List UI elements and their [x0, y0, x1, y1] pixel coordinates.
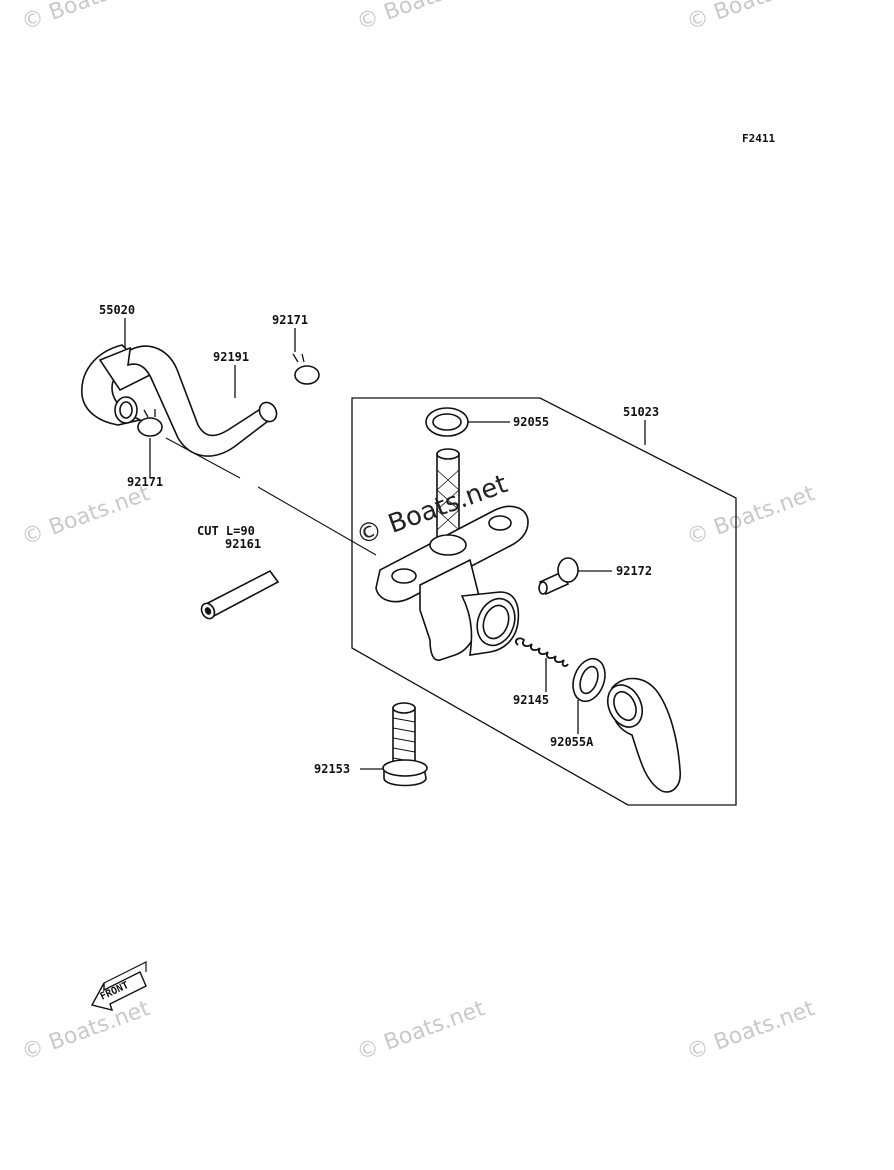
label-92171-upper: 92171: [272, 313, 308, 327]
watermark-layer: © Boats.net © Boats.net © Boats.net © Bo…: [19, 0, 819, 1066]
label-92055: 92055: [513, 415, 549, 429]
label-92153: 92153: [314, 762, 350, 776]
watermark: © Boats.net: [19, 996, 154, 1066]
watermark: © Boats.net: [684, 996, 819, 1066]
cut-note: CUT L=90: [197, 524, 255, 538]
cock-lever: [606, 677, 681, 793]
leader-lines: [124, 318, 646, 770]
part-labels: 55020 92171 92191 92171 92055 51023 CUT …: [99, 303, 659, 776]
fuel-cock-body: [375, 505, 529, 661]
watermark: © Boats.net: [354, 0, 489, 36]
watermark: © Boats.net: [19, 481, 154, 551]
label-92161: 92161: [225, 537, 261, 551]
label-55020: 55020: [99, 303, 135, 317]
label-92172: 92172: [616, 564, 652, 578]
bolt-92153: [382, 702, 428, 787]
watermark: © Boats.net: [19, 0, 154, 36]
label-51023: 51023: [623, 405, 659, 419]
o-ring-92055a: [572, 657, 606, 703]
o-ring-92055: [425, 407, 469, 437]
spring-92145: [514, 637, 569, 667]
watermark: © Boats.net: [684, 481, 819, 551]
screw-92172: [538, 557, 579, 596]
clip-lower-92171: [137, 409, 163, 437]
label-92171-lower: 92171: [127, 475, 163, 489]
assembly-outline: [351, 397, 737, 806]
front-arrow-icon: FRONT: [90, 961, 147, 1011]
label-92191: 92191: [213, 350, 249, 364]
label-92145: 92145: [513, 693, 549, 707]
watermark: © Boats.net: [684, 0, 819, 36]
watermark: © Boats.net: [354, 996, 489, 1066]
pipe-92161: [200, 569, 280, 620]
clip-upper-92171: [292, 353, 320, 385]
diagram-code: F2411: [742, 132, 775, 145]
label-92055a: 92055A: [550, 735, 594, 749]
pipe-92191: [127, 345, 278, 457]
